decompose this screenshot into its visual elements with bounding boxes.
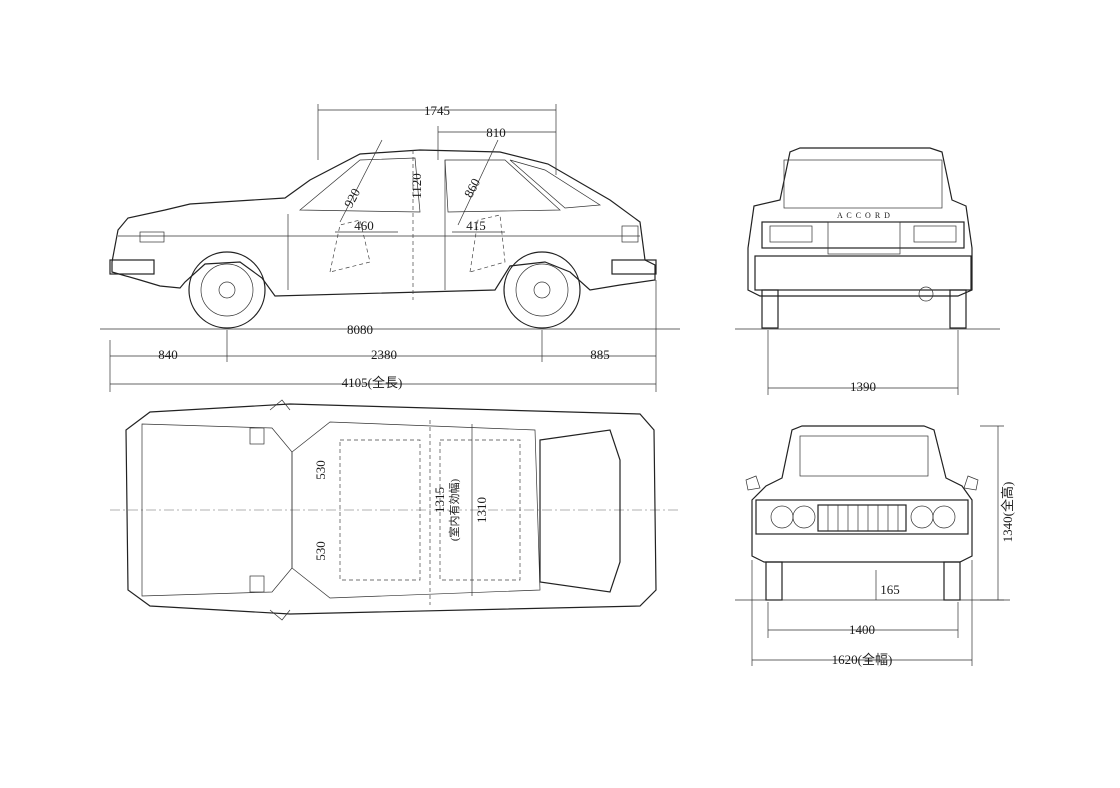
rear-view: A C C O R D 1390	[735, 147, 1000, 395]
dim-plan-front-width-upper: 530	[313, 460, 328, 480]
dim-ground-clearance: 165	[880, 582, 900, 597]
dim-door-span: 810	[486, 125, 506, 140]
plan-view: 530 530 1315 (室内有効幅) 1310	[110, 399, 680, 621]
dim-overall-length: 4105(全長)	[342, 375, 403, 390]
dim-front-track: 1400	[849, 622, 875, 637]
dim-front-overhang: 840	[158, 347, 178, 362]
dim-interior-width-note: (室内有効幅)	[447, 479, 461, 542]
dim-roof-span: 1745	[424, 103, 450, 118]
dim-front-seat-height: 920	[341, 186, 363, 210]
dim-rear-track: 1390	[850, 379, 876, 394]
dim-overall-width: 1620(全幅)	[832, 652, 893, 667]
dim-rear-seat-height: 860	[461, 176, 483, 200]
dim-interior-length: 8080	[347, 322, 373, 337]
dim-rear-legroom: 415	[466, 218, 486, 233]
dim-front-legroom: 460	[354, 218, 374, 233]
dim-plan-front-width-lower: 530	[313, 541, 328, 561]
rear-badge: A C C O R D	[837, 211, 891, 220]
dim-wheelbase: 2380	[371, 347, 397, 362]
dim-interior-width: 1315	[432, 487, 447, 513]
dim-headroom: 1120	[409, 173, 424, 199]
dim-rear-overhang: 885	[590, 347, 610, 362]
dim-shoulder-width: 1310	[474, 497, 489, 523]
side-view: 1745 810 920 1120 860 460 415 8080 840 2…	[100, 103, 680, 392]
dim-overall-height: 1340(全高)	[1000, 482, 1015, 543]
front-view: 1340(全高) 165 1400 1620(全幅)	[735, 425, 1015, 667]
